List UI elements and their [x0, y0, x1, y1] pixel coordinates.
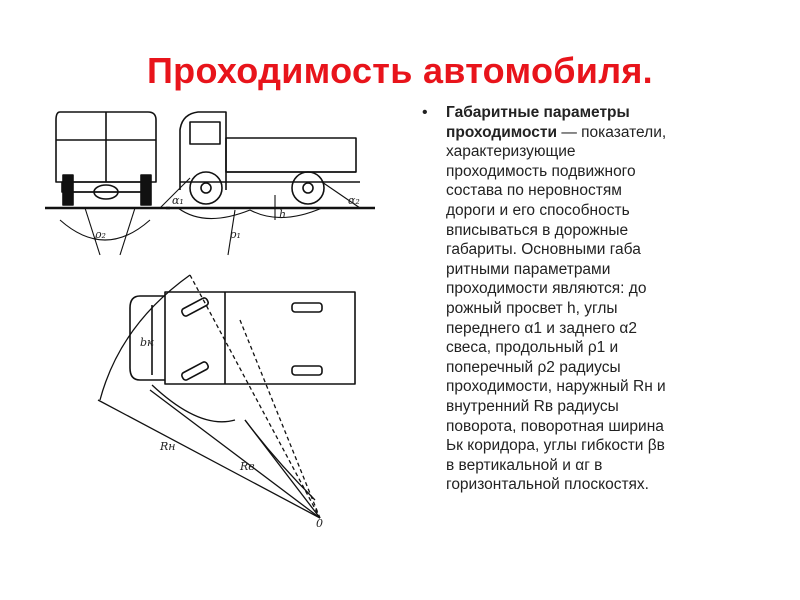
top-view-truck [129, 291, 356, 385]
text-line: поворота, поворотная ширина [446, 417, 664, 435]
slide-title: Проходимость автомобиля. [147, 50, 653, 91]
bold-term-line2: проходимости [446, 123, 558, 141]
label-rho2: ρ₂ [94, 228, 106, 241]
side-view-truck [166, 111, 375, 210]
bold-term-line1: Габаритные параметры [446, 104, 630, 121]
label-rho1: ρ₁ [229, 228, 241, 241]
vehicle-dimensions-diagram: α₁ α₂ ρ₁ ρ₂ h bк Rн Rв 0 [30, 100, 420, 530]
text-line: горизонтальной плоскостях. [446, 476, 649, 494]
text-line: рожный просвет h, углы [446, 299, 618, 317]
description-text: • Габаритные параметры проходимости — по… [422, 103, 790, 495]
text-line: ритными параметрами [446, 260, 611, 278]
label-alpha2: α₂ [348, 194, 360, 207]
front-view-truck [45, 111, 170, 210]
text-line: в вертикальной и αг в [446, 456, 603, 474]
text-line: переднего α1 и заднего α2 [446, 319, 638, 337]
description-paragraph: Габаритные параметры проходимости — пока… [446, 103, 790, 495]
bullet-icon: • [422, 104, 428, 121]
text-line: проходимости, наружный Rн и [446, 378, 666, 396]
text-line: вписываться в дорожные [446, 221, 629, 239]
text-line: — показатели, [557, 123, 667, 141]
text-line: проходимости являются: до [446, 280, 647, 298]
label-h: h [279, 208, 286, 221]
label-rv: Rв [239, 460, 255, 473]
text-line: внутренний Rв радиусы [446, 397, 619, 415]
text-line: характеризующие [446, 143, 576, 161]
text-line: дороги и его способность [446, 201, 630, 219]
label-bk: bк [140, 336, 154, 349]
label-origin: 0 [316, 517, 323, 530]
text-line: свеса, продольный ρ1 и [446, 339, 619, 357]
label-alpha1: α₁ [172, 194, 184, 207]
text-line: проходимость подвижного [446, 162, 636, 180]
text-line: поперечный ρ2 радиусы [446, 358, 621, 376]
label-rn: Rн [159, 440, 176, 453]
text-line: габариты. Основными габа [446, 241, 641, 259]
text-line: Ьк коридора, углы гибкости βв [446, 437, 665, 455]
text-line: состава по неровностям [446, 182, 622, 200]
